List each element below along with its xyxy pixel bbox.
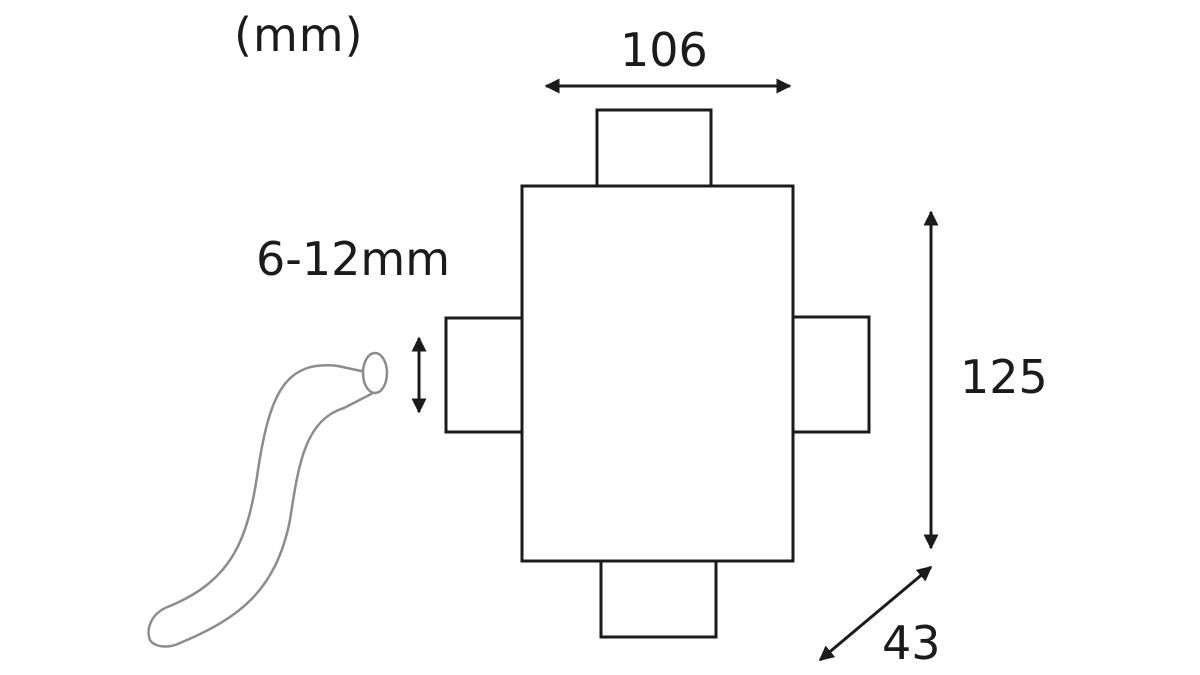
junction-box-body	[520, 184, 795, 563]
bottom-cable-port	[599, 559, 718, 639]
cable-diameter-label: 6-12mm	[256, 232, 451, 286]
units-label: (mm)	[234, 8, 364, 62]
width-dimension-label: 106	[620, 23, 708, 77]
height-dimension-label: 125	[960, 350, 1048, 404]
right-cable-port	[791, 315, 871, 434]
cable-icon	[147, 351, 389, 648]
depth-dimension-label: 43	[882, 616, 941, 670]
left-cable-port	[444, 316, 524, 434]
depth-dimension-arrow	[818, 565, 933, 662]
top-cable-port	[595, 108, 713, 188]
